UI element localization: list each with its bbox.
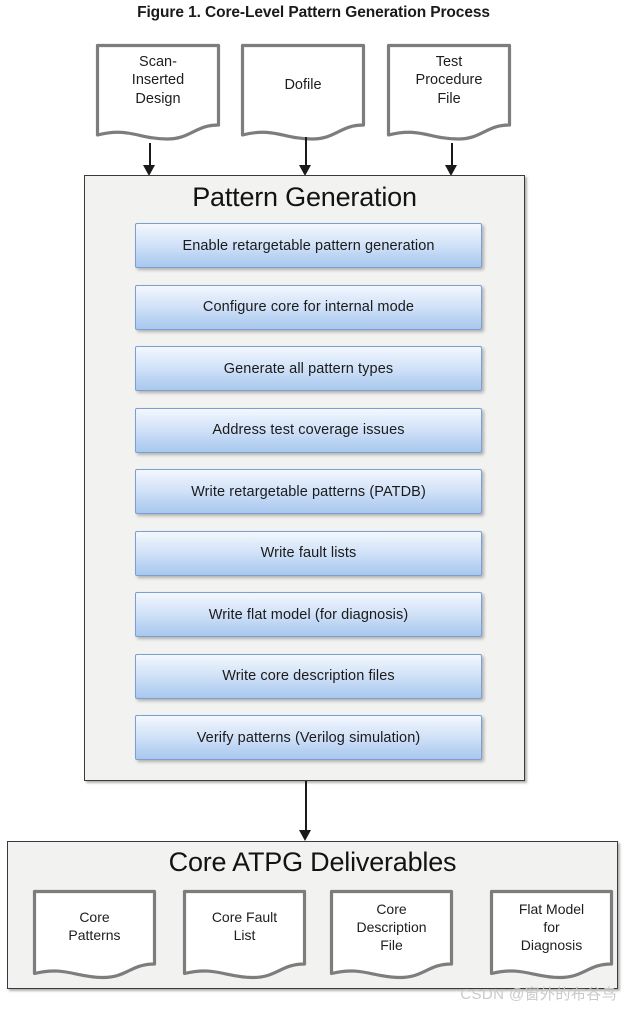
document-shape-icon	[386, 43, 512, 141]
pattern-generation-panel: Pattern Generation Enable retargetable p…	[84, 175, 525, 781]
step-generate-all-pattern-types[interactable]: Generate all pattern types	[135, 346, 482, 391]
deliverable-document-core-patterns: Core Patterns	[32, 889, 157, 981]
input-document-scan-inserted-design: Scan- Inserted Design	[95, 43, 221, 143]
step-write-flat-model[interactable]: Write flat model (for diagnosis)	[135, 592, 482, 637]
deliverable-document-label: Flat Model for Diagnosis	[518, 901, 585, 953]
step-label: Address test coverage issues	[212, 422, 405, 438]
figure-title: Figure 1. Core-Level Pattern Generation …	[137, 4, 490, 21]
document-shape-icon	[182, 889, 307, 980]
deliverable-document-label: Core Patterns	[68, 909, 121, 943]
arrow-shaft	[305, 781, 307, 831]
step-label: Write flat model (for diagnosis)	[208, 606, 409, 623]
step-label: Write core description files	[222, 668, 395, 684]
arrow-shaft	[149, 143, 151, 166]
pattern-generation-steps-list: Enable retargetable pattern generation C…	[135, 223, 482, 777]
deliverable-document-flat-model-for-diagnosis: Flat Model for Diagnosis	[489, 889, 614, 981]
step-address-test-coverage-issues[interactable]: Address test coverage issues	[135, 407, 482, 453]
arrow-head-icon	[445, 165, 457, 176]
arrow-pattern-generation-to-deliverables	[299, 781, 312, 841]
input-document-test-procedure-file: Test Procedure File	[386, 43, 512, 143]
step-configure-core-for-internal-mode[interactable]: Configure core for internal mode	[135, 284, 482, 330]
arrow-shaft	[451, 143, 453, 166]
deliverable-document-label: Core Fault List	[211, 909, 278, 943]
document-shape-icon	[489, 889, 614, 980]
step-label: Enable retargetable pattern generation	[182, 237, 435, 254]
core-atpg-deliverables-panel: Core ATPG Deliverables Core Patterns Cor…	[7, 841, 618, 989]
pattern-generation-title: Pattern Generation	[192, 182, 417, 212]
step-label: Verify patterns (Verilog simulation)	[196, 729, 421, 746]
step-write-core-description-files[interactable]: Write core description files	[135, 653, 482, 699]
deliverable-document-core-fault-list: Core Fault List	[182, 889, 307, 981]
step-label: Write fault lists	[260, 545, 357, 561]
deliverables-title: Core ATPG Deliverables	[168, 847, 457, 877]
document-shape-icon	[329, 889, 454, 980]
step-enable-retargetable-pattern-generation[interactable]: Enable retargetable pattern generation	[135, 223, 482, 268]
deliverable-document-label: Core Description File	[356, 901, 427, 953]
input-document-dofile: Dofile	[240, 43, 366, 143]
input-document-label: Scan- Inserted Design	[131, 54, 185, 107]
arrow-shaft	[305, 137, 307, 166]
step-label: Generate all pattern types	[223, 360, 394, 377]
step-label: Write retargetable patterns (PATDB)	[191, 483, 426, 500]
document-shape-icon	[32, 889, 157, 980]
input-document-label: Dofile	[284, 77, 322, 93]
document-shape-icon	[95, 43, 221, 141]
arrow-scan-to-pattern-generation	[143, 143, 156, 176]
step-label: Configure core for internal mode	[202, 299, 415, 315]
arrow-head-icon	[143, 165, 155, 176]
step-write-retargetable-patterns[interactable]: Write retargetable patterns (PATDB)	[135, 469, 482, 514]
step-verify-patterns[interactable]: Verify patterns (Verilog simulation)	[135, 715, 482, 760]
deliverable-document-core-description-file: Core Description File	[329, 889, 454, 981]
arrow-head-icon	[299, 830, 311, 841]
input-document-label: Test Procedure File	[415, 54, 483, 107]
arrow-test-procedure-file-to-pattern-generation	[445, 143, 458, 176]
step-write-fault-lists[interactable]: Write fault lists	[135, 530, 482, 576]
arrow-head-icon	[299, 165, 311, 176]
document-shape-icon	[240, 43, 366, 141]
arrow-dofile-to-pattern-generation	[299, 137, 312, 176]
